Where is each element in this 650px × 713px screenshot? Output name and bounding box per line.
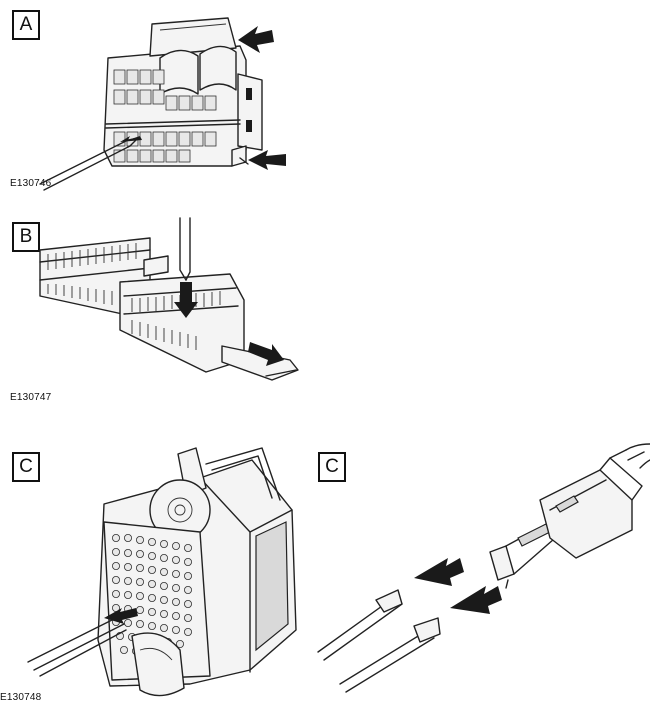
panel-c-left-label: C	[12, 452, 40, 482]
terminal-release-illustration	[317, 443, 650, 693]
panel-c-figure-code: E130748	[0, 692, 42, 703]
panel-b: B E130747	[0, 210, 330, 410]
arrow-slide-b	[248, 342, 284, 366]
panel-b-figure-code: E130747	[10, 392, 52, 403]
arrow-down-b	[174, 282, 198, 318]
cavity-grid-lower	[113, 131, 217, 163]
release-tool-c-left	[27, 615, 127, 677]
panel-a: A E130746	[0, 0, 330, 200]
pin-row-b-lower	[47, 284, 113, 305]
arrow-lower-c	[450, 586, 502, 614]
arrow-latch-a	[238, 26, 274, 53]
connector-c-round-illustration	[27, 447, 297, 697]
panel-a-figure-code: E130746	[10, 178, 52, 189]
release-tool-c-lower	[339, 617, 441, 693]
arrow-bottom-a	[248, 150, 286, 170]
cavity-grid-upper	[113, 69, 217, 111]
panel-c-right: C	[310, 440, 650, 713]
panel-c-left: C E130748	[0, 440, 305, 713]
release-tool-c-upper	[317, 589, 403, 661]
panel-b-label: B	[12, 222, 40, 252]
terminal-pin	[489, 519, 563, 589]
release-tool-b	[179, 217, 191, 281]
arrow-insert-c	[104, 608, 138, 624]
connector-a-illustration	[39, 17, 286, 191]
arrow-insert-a	[120, 136, 142, 142]
connector-housing-c	[539, 449, 645, 559]
panel-a-label: A	[12, 10, 40, 40]
arrow-upper-c	[414, 558, 464, 586]
pin-row-b-upper	[47, 243, 137, 270]
connector-b-illustration	[39, 217, 299, 381]
panel-c-right-label: C	[318, 452, 346, 482]
